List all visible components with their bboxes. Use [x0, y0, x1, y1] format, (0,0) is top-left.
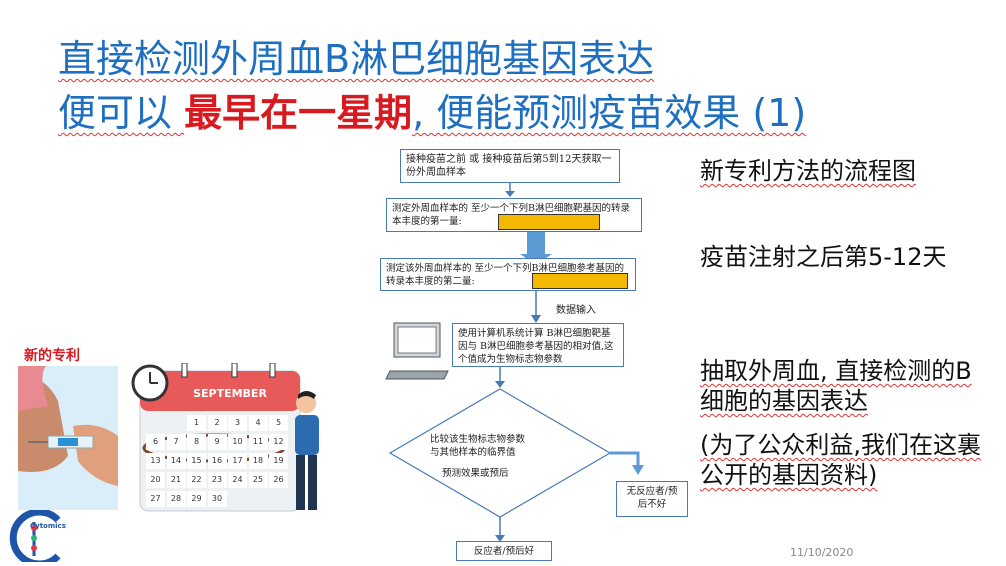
- calendar-day: 19: [269, 453, 288, 469]
- decision-line-3: 预测效果或预后: [442, 468, 509, 479]
- calendar-day: 5: [269, 415, 288, 431]
- new-patent-label: 新的专利: [24, 348, 80, 364]
- calendar-day: 12: [269, 434, 288, 450]
- calendar-day: 8: [187, 434, 206, 450]
- slide-date: 11/10/2020: [790, 546, 854, 559]
- calendar-day: 13: [146, 453, 165, 469]
- decision-line-1: 比较该生物标志物参数: [430, 434, 526, 445]
- calendar-day: 11: [248, 434, 268, 450]
- calendar-day: 7: [166, 434, 186, 450]
- title-line-1: 直接检测外周血B淋巴细胞基因表达: [58, 37, 655, 81]
- title-line-2: 便可以 最早在一星期, 便能预测疫苗效果 (1): [58, 82, 806, 137]
- calendar-day: 18: [248, 453, 268, 469]
- note-public-interest: (为了公众利益,我们在这裏公开的基因资料): [700, 431, 981, 489]
- cytomics-logo: Cytomics: [6, 508, 76, 566]
- calendar-day: 30: [207, 491, 227, 507]
- calendar-day: 10: [228, 434, 247, 450]
- calendar-day: 14: [166, 453, 186, 469]
- flow-step-4: 使用计算机系统计算 B淋巴细胞靶基因与 B淋巴细胞参考基因的相对值,这个值成为生…: [452, 323, 624, 367]
- calendar-day: [249, 491, 268, 507]
- note-injection-days: 疫苗注射之后第5-12天: [700, 243, 947, 271]
- calendar-day: 16: [207, 453, 227, 469]
- calendar-day: 28: [166, 491, 186, 507]
- flow-step-3-highlight: [532, 273, 628, 289]
- calendar-day: 1: [187, 415, 206, 431]
- calendar-day: 6: [146, 434, 165, 450]
- decision-text: 比较该生物标志物参数 与其他样本的临界值 预测效果或预后: [430, 433, 570, 480]
- flowchart: 接种疫苗之前 或 接种疫苗后第5到12天获取一份外周血样本 测定外周血样本的 至…: [360, 145, 688, 565]
- calendar-day: 15: [187, 453, 206, 469]
- logo-text: Cytomics: [30, 522, 66, 530]
- calendar-day: 3: [228, 415, 247, 431]
- data-input-label: 数据输入: [556, 305, 596, 316]
- calendar-day: 20: [146, 472, 165, 488]
- no-response-box: 无反应者/预后不好: [616, 481, 688, 517]
- calendar-day: [228, 491, 247, 507]
- calendar-day: 4: [248, 415, 268, 431]
- flow-step-1: 接种疫苗之前 或 接种疫苗后第5到12天获取一份外周血样本: [400, 149, 620, 183]
- calendar-day: 21: [166, 472, 186, 488]
- calendar-day: 24: [228, 472, 247, 488]
- response-box: 反应者/预后好: [456, 541, 552, 561]
- flow-step-2-highlight: [498, 214, 600, 230]
- calendar-day: 2: [207, 415, 227, 431]
- calendar-day: 29: [187, 491, 206, 507]
- note-blood-draw: 抽取外周血, 直接检测的B细胞的基因表达: [700, 357, 972, 415]
- calendar-day: 17: [228, 453, 247, 469]
- calendar-day: 27: [146, 491, 165, 507]
- title-line-2-prefix: 便可以: [58, 91, 185, 135]
- note-flowchart: 新专利方法的流程图: [700, 157, 916, 185]
- calendar-day: 25: [248, 472, 268, 488]
- calendar-day: 23: [207, 472, 227, 488]
- calendar-month: SEPTEMBER: [193, 387, 267, 400]
- calendar-day: 26: [269, 472, 288, 488]
- vaccination-illustration: [18, 366, 118, 510]
- title-line-2-suffix: , 便能预测疫苗效果 (1): [412, 91, 807, 135]
- calendar-day: 22: [187, 472, 206, 488]
- title-line-2-highlight: 最早在一星期: [184, 91, 413, 135]
- calendar-day: 9: [207, 434, 227, 450]
- calendar-day: [146, 415, 165, 431]
- decision-line-2: 与其他样本的临界值: [430, 447, 516, 458]
- calendar-day: [167, 415, 186, 431]
- calendar-day: [269, 491, 288, 507]
